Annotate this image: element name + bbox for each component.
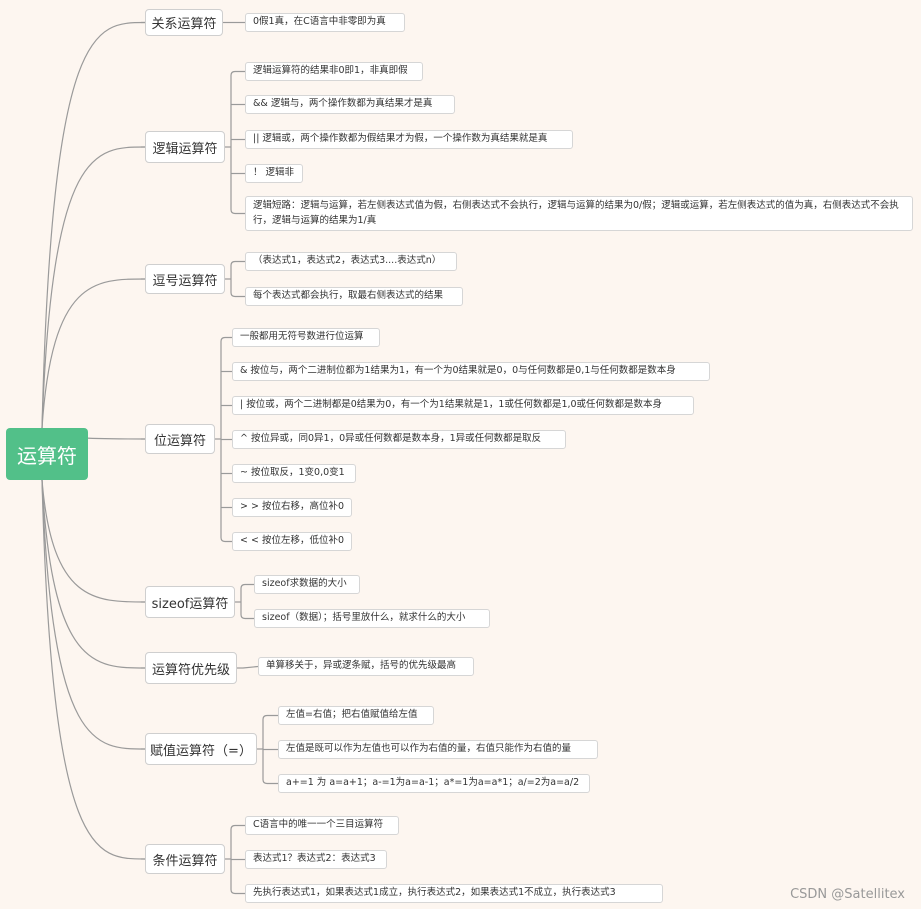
- root-connector: [41, 146, 146, 429]
- branch-relational-operators[interactable]: 关系运算符: [145, 9, 223, 36]
- leaf-node[interactable]: sizeof求数据的大小: [254, 575, 360, 594]
- leaf-connector: [230, 824, 245, 830]
- root-connector: [41, 479, 146, 669]
- leaf-node[interactable]: 一般都用无符号数进行位运算: [232, 328, 380, 347]
- leaf-node[interactable]: 逻辑短路：逻辑与运算，若左侧表达式值为假，右侧表达式不会执行，逻辑与运算的结果为…: [245, 196, 913, 231]
- leaf-node[interactable]: 左值是既可以作为左值也可以作为右值的量，右值只能作为右值的量: [278, 740, 598, 759]
- leaf-node[interactable]: sizeof（数据）；括号里放什么，就求什么的大小: [254, 609, 490, 628]
- branch-bitwise-operators[interactable]: 位运算符: [145, 424, 215, 454]
- leaf-node[interactable]: 表达式1？表达式2：表达式3: [245, 850, 387, 869]
- leaf-node[interactable]: || 逻辑或，两个操作数都为假结果才为假，一个操作数为真结果就是真: [245, 130, 573, 149]
- branch-operator-precedence[interactable]: 运算符优先级: [145, 652, 237, 684]
- branch-sizeof-operator[interactable]: sizeof运算符: [145, 586, 235, 618]
- leaf-node[interactable]: 单算移关于，异或逻条赋，括号的优先级最高: [258, 657, 474, 676]
- leaf-connector: [230, 70, 245, 76]
- leaf-node[interactable]: && 逻辑与，两个操作数都为真结果才是真: [245, 95, 455, 114]
- leaf-connector: [230, 260, 245, 266]
- leaf-connector: [230, 889, 245, 895]
- branch-conditional-operator[interactable]: 条件运算符: [145, 844, 225, 874]
- leaf-node[interactable]: ~ 按位取反，1变0,0变1: [232, 464, 356, 483]
- csdn-watermark: CSDN @Satellitex: [790, 887, 905, 902]
- leaf-node[interactable]: | 按位或，两个二进制都是0结果为0，有一个为1结果就是1，1或任何数都是1,0…: [232, 396, 694, 415]
- leaf-connector: [240, 614, 254, 620]
- branch-logical-operators[interactable]: 逻辑运算符: [145, 131, 225, 163]
- leaf-connector: [230, 209, 245, 215]
- leaf-node[interactable]: ^ 按位异或，同0异1，0异或任何数都是数本身，1异或任何数都是取反: [232, 430, 566, 449]
- leaf-node[interactable]: 逻辑运算符的结果非0即1，非真即假: [245, 62, 423, 81]
- leaf-node[interactable]: （表达式1，表达式2，表达式3....表达式n）: [245, 252, 457, 271]
- leaf-node[interactable]: a+=1 为 a=a+1；a-=1为a=a-1；a*=1为a=a*1；a/=2为…: [278, 774, 590, 793]
- leaf-node[interactable]: & 按位与，两个二进制位都为1结果为1，有一个为0结果就是0，0与任何数都是0,…: [232, 362, 710, 381]
- leaf-node[interactable]: 0假1真，在C语言中非零即为真: [245, 13, 405, 32]
- leaf-connector: [230, 292, 245, 298]
- root-connector: [41, 479, 146, 603]
- leaf-node[interactable]: < < 按位左移，低位补0: [232, 532, 352, 551]
- leaf-connector: [220, 537, 232, 543]
- leaf-connector: [240, 583, 254, 589]
- leaf-node[interactable]: 每个表达式都会执行，取最右侧表达式的结果: [245, 287, 463, 306]
- leaf-connector: [262, 779, 278, 785]
- leaf-node[interactable]: C语言中的唯一一个三目运算符: [245, 816, 399, 835]
- branch-comma-operator[interactable]: 逗号运算符: [145, 264, 225, 294]
- leaf-node[interactable]: ！ 逻辑非: [245, 164, 303, 183]
- root-connector: [41, 479, 146, 750]
- branch-assignment-operator[interactable]: 赋值运算符（=）: [145, 733, 257, 765]
- leaf-node[interactable]: > > 按位右移，高位补0: [232, 498, 352, 517]
- leaf-connector: [220, 336, 232, 342]
- root-connector: [41, 21, 146, 429]
- leaf-connector: [262, 714, 278, 720]
- leaf-connector: [242, 665, 259, 669]
- leaf-node[interactable]: 先执行表达式1，如果表达式1成立，执行表达式2，如果表达式1不成立，执行表达式3: [245, 884, 663, 903]
- root-connector: [41, 479, 146, 860]
- leaf-node[interactable]: 左值=右值；把右值赋值给左值: [278, 706, 434, 725]
- root-connector: [41, 278, 146, 429]
- root-node[interactable]: 运算符: [6, 428, 88, 480]
